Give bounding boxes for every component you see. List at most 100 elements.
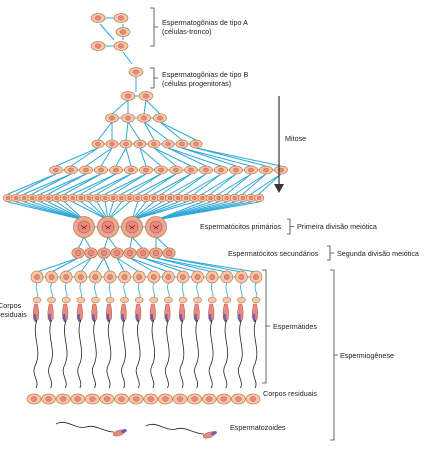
convergence-line (48, 201, 85, 221)
cell-nucleus (113, 167, 119, 173)
tail (121, 319, 126, 389)
label-first-meiotic-division: Primeira divisão meiótica (297, 222, 377, 231)
division-line (159, 121, 197, 141)
acrosome (48, 314, 52, 322)
division-line (80, 173, 117, 195)
cell-nucleus (133, 396, 140, 402)
spermatid (59, 270, 73, 389)
cell-nucleus (48, 274, 55, 280)
mitotic-cell (108, 193, 119, 203)
residual-body (99, 393, 115, 405)
secondary-spermatocyte (71, 247, 85, 259)
cell-nucleus (38, 195, 43, 201)
mitotic-cell (147, 139, 161, 149)
division-line (153, 173, 192, 195)
cell-nucleus (208, 195, 213, 201)
division-line (83, 236, 92, 250)
convergence-line (80, 201, 109, 221)
division-line (77, 236, 85, 250)
mitotic-cell (153, 113, 167, 123)
bridge-line (240, 282, 243, 300)
cell-nucleus (141, 115, 147, 121)
cell-nucleus (165, 249, 173, 257)
acrosome (121, 314, 125, 322)
mitotic-cell (221, 193, 232, 203)
mitotic-cell (105, 139, 119, 149)
residual-cytoplasm (134, 296, 144, 304)
division-line (155, 236, 170, 250)
division-line (145, 99, 161, 115)
division-line (226, 173, 252, 195)
acrosome (62, 314, 67, 322)
residual-body (231, 393, 246, 405)
cell-nucleus (152, 249, 160, 257)
cell-nucleus (167, 195, 173, 201)
cell-nucleus (139, 249, 147, 257)
cell-nucleus (256, 195, 262, 201)
mitotic-cell (133, 139, 147, 149)
cell-nucleus (184, 195, 189, 201)
mitotic-cell (189, 193, 200, 203)
cell-nucleus (263, 167, 269, 173)
division-line (70, 147, 99, 167)
cell-nucleus (128, 167, 134, 173)
division-line (103, 236, 109, 250)
cell-nucleus (107, 274, 113, 280)
division-line (142, 257, 198, 273)
cell-nucleus (103, 396, 111, 402)
acrosome (106, 314, 110, 322)
residual-body (41, 393, 56, 405)
division-line (258, 173, 282, 195)
cell-nucleus (278, 167, 284, 173)
secondary-spermatocyte (110, 247, 124, 259)
division-line (72, 173, 117, 195)
mitotic-cell (92, 193, 103, 203)
chromosome-mark (104, 224, 112, 230)
tail (150, 319, 156, 389)
division-line (125, 121, 129, 141)
division-line (88, 173, 132, 195)
division-line (127, 121, 141, 141)
cell-nucleus (98, 167, 104, 173)
mitotic-cell (259, 165, 273, 175)
cell-nucleus (235, 396, 242, 402)
division-line (250, 173, 282, 195)
cell-nucleus (200, 195, 205, 201)
bridge-line (210, 282, 214, 300)
label-second-meiotic-division: Segunda divisão meiótica (337, 249, 419, 258)
secondary-spermatocyte (162, 247, 176, 259)
mitotic-cell (244, 165, 258, 175)
bridge-line (64, 282, 68, 300)
mitotic-cell (75, 193, 86, 203)
cell-nucleus (94, 195, 100, 201)
residual-cytoplasm (207, 296, 217, 304)
division-line (159, 121, 183, 141)
division-line (100, 147, 113, 167)
cell-nucleus (248, 167, 254, 173)
cell-nucleus (13, 195, 19, 201)
cell-nucleus (147, 396, 154, 402)
spermatid (205, 270, 219, 389)
cell-nucleus (192, 195, 197, 201)
bridge-line (123, 282, 126, 300)
mitotic-cell (3, 193, 13, 203)
cell-nucleus (127, 195, 132, 201)
cell-nucleus (54, 195, 59, 201)
acrosome (238, 314, 242, 322)
spermatid (30, 270, 44, 389)
cell-nucleus (165, 141, 171, 147)
cell-nucleus (86, 195, 92, 201)
spermatid (45, 270, 58, 389)
tail (238, 319, 243, 389)
division-line (55, 147, 99, 167)
cell-nucleus (78, 195, 84, 201)
mitotic-cell (213, 193, 224, 203)
mitotic-cell (138, 91, 154, 101)
cell-nucleus (159, 195, 165, 201)
residual-body (172, 393, 188, 405)
acrosome (121, 429, 127, 433)
cell-nucleus (89, 396, 96, 402)
division-line (195, 147, 282, 167)
cell-nucleus (176, 396, 184, 402)
secondary-spermatocyte (84, 247, 98, 259)
